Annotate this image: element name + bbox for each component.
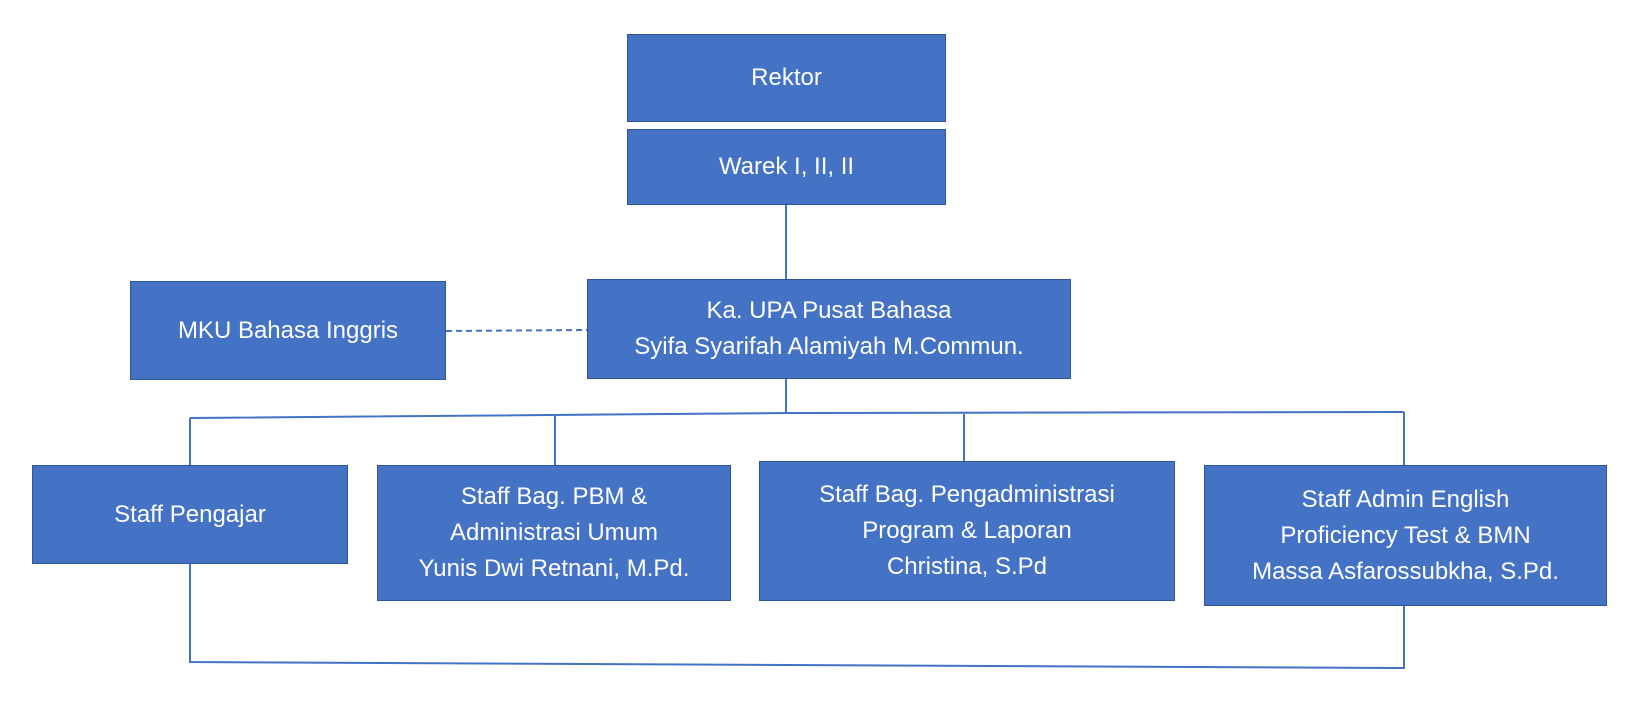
node-text-line: Yunis Dwi Retnani, M.Pd. — [418, 555, 690, 582]
node-text-line: Ka. UPA Pusat Bahasa — [706, 297, 952, 324]
node-text-line: Program & Laporan — [862, 517, 1072, 544]
node-text-line: Warek I, II, II — [718, 153, 855, 180]
node-text-line: Massa Asfarossubkha, S.Pd. — [1252, 557, 1559, 585]
node-staff-pengajar: Staff Pengajar — [32, 465, 348, 564]
node-mku-bahasa-inggris: MKU Bahasa Inggris — [130, 281, 446, 380]
node-text-line: Proficiency Test & BMN — [1280, 521, 1531, 549]
node-text-line: Rektor — [751, 64, 822, 91]
node-text-line: Staff Pengajar — [114, 500, 266, 528]
node-warek: Warek I, II, II — [627, 129, 946, 205]
connector-bottom-loop — [189, 564, 1405, 670]
node-text-line: Christina, S.Pd — [886, 553, 1048, 580]
node-text-line: MKU Bahasa Inggris — [177, 316, 399, 344]
node-text-line: Administrasi Umum — [449, 519, 659, 546]
node-text-line: Staff Bag. Pengadministrasi — [819, 481, 1115, 508]
node-text-line: Syifa Syarifah Alamiyah M.Commun. — [634, 333, 1024, 360]
connector-staff-bus — [189, 411, 1405, 419]
node-text-line: Staff Bag. PBM & — [460, 483, 648, 510]
node-text-line: Staff Admin English — [1301, 485, 1510, 513]
node-rektor: Rektor — [627, 34, 946, 122]
connector-mku-dashed — [445, 329, 588, 332]
